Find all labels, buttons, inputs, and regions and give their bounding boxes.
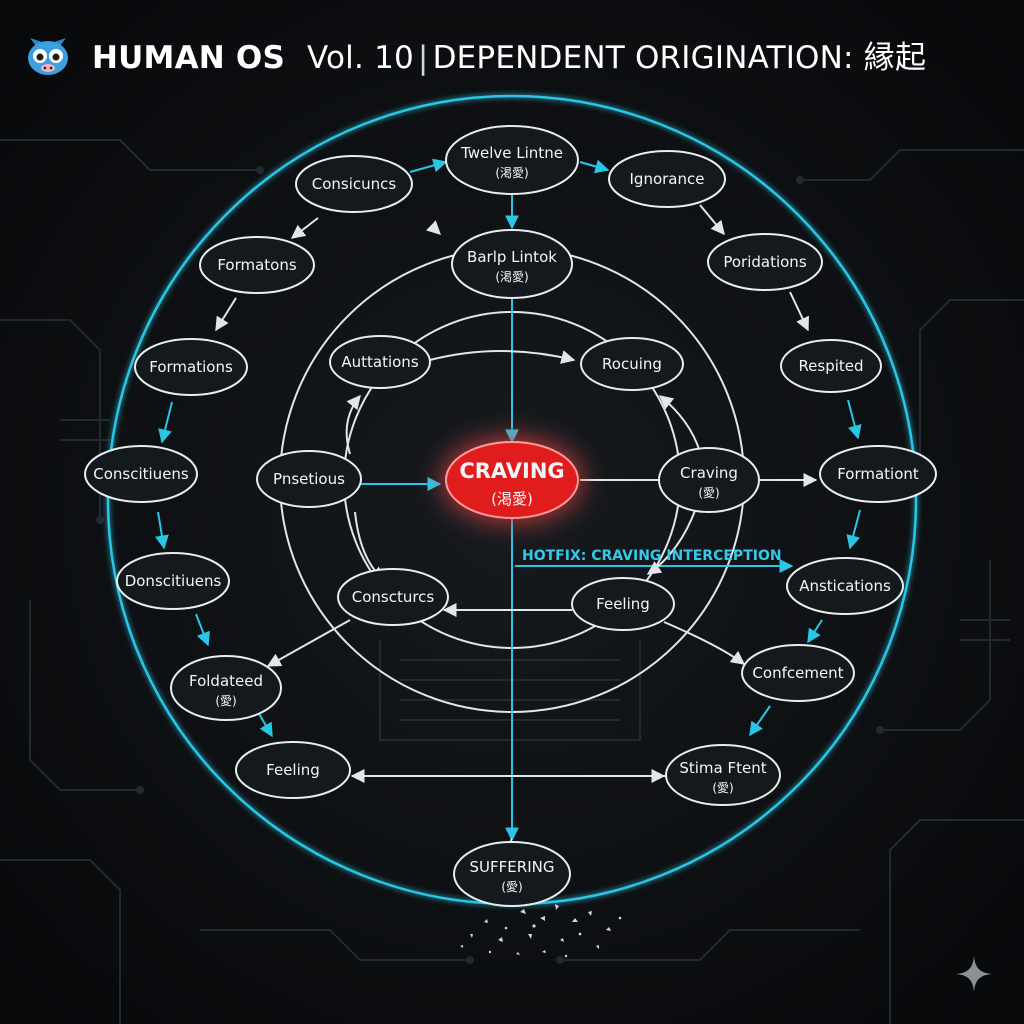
axis-lines bbox=[358, 193, 818, 842]
node-label-donsc: Donscitiuens bbox=[125, 572, 222, 590]
node-shape-rocuing bbox=[580, 337, 684, 391]
title-series: HUMAN OS bbox=[92, 39, 285, 76]
node-shape-ignor bbox=[608, 150, 726, 208]
node-label-resp: Respited bbox=[798, 357, 863, 375]
title-volume: Vol. 10 bbox=[306, 39, 414, 76]
node-feel2: Feeling bbox=[235, 741, 351, 799]
node-label-form1: Formatons bbox=[217, 256, 297, 274]
node-shape-pnsct bbox=[256, 450, 362, 508]
node-anstic: Anstications bbox=[786, 557, 904, 615]
node-label-foldat: Foldateed bbox=[189, 672, 263, 690]
node-shape-craving bbox=[445, 441, 579, 519]
node-shape-consct bbox=[337, 568, 449, 626]
node-rocuing: Rocuing bbox=[580, 337, 684, 391]
node-shape-suff bbox=[453, 841, 571, 907]
title-topic: DEPENDENT ORIGINATION: 縁起 bbox=[432, 39, 927, 76]
node-shape-feel2 bbox=[235, 741, 351, 799]
node-shape-crav2 bbox=[658, 447, 760, 513]
node-sublabel-craving: (渇愛) bbox=[491, 490, 533, 508]
node-formt: Formationt bbox=[819, 445, 937, 503]
node-shape-pord bbox=[707, 233, 823, 291]
node-shape-formt bbox=[819, 445, 937, 503]
robot-face-icon bbox=[28, 38, 68, 75]
node-twelve: Twelve Lintne (渇愛) bbox=[445, 125, 579, 195]
node-sublabel-crav2: (愛) bbox=[698, 486, 719, 500]
node-label-feel2: Feeling bbox=[266, 761, 320, 779]
node-sublabel-stima: (愛) bbox=[712, 781, 733, 795]
node-shape-form1 bbox=[199, 236, 315, 294]
page-title: HUMAN OS Vol. 10|DEPENDENT ORIGINATION: … bbox=[92, 32, 926, 77]
node-shape-consc1 bbox=[295, 155, 413, 213]
node-label-form2: Formations bbox=[149, 358, 233, 376]
node-label-twelve: Twelve Lintne bbox=[460, 144, 563, 162]
node-barlp: Barlp Lintok (渇愛) bbox=[451, 229, 573, 299]
node-label-suff: SUFFERING bbox=[470, 858, 555, 876]
node-suff: SUFFERING (愛) bbox=[453, 841, 571, 907]
node-shape-anstic bbox=[786, 557, 904, 615]
hotfix-label: HOTFIX: CRAVING INTERCEPTION bbox=[522, 548, 782, 564]
header: HUMAN OS Vol. 10|DEPENDENT ORIGINATION: … bbox=[22, 28, 926, 80]
node-shape-feel1 bbox=[571, 577, 675, 631]
node-shape-auttn bbox=[329, 335, 431, 389]
node-pord: Poridations bbox=[707, 233, 823, 291]
node-shape-barlp bbox=[451, 229, 573, 299]
node-pnsct: Pnsetious bbox=[256, 450, 362, 508]
node-form1: Formatons bbox=[199, 236, 315, 294]
node-layer: Twelve Lintne (渇愛) Consicuncs IgnoranceForm… bbox=[84, 125, 937, 907]
node-shape-form2 bbox=[134, 338, 248, 396]
node-shape-twelve bbox=[445, 125, 579, 195]
node-label-auttn: Auttations bbox=[341, 353, 418, 371]
node-consct: Conscturcs bbox=[337, 568, 449, 626]
node-consc1: Consicuncs bbox=[295, 155, 413, 213]
node-label-formt: Formationt bbox=[837, 465, 919, 483]
node-label-crav2: Craving bbox=[680, 464, 738, 482]
node-shape-donsc bbox=[116, 552, 230, 610]
outer-arrows bbox=[155, 158, 862, 738]
node-foldat: Foldateed (愛) bbox=[170, 655, 282, 721]
node-crav2: Craving (愛) bbox=[658, 447, 760, 513]
node-label-consc2: Conscitiuens bbox=[93, 465, 189, 483]
node-sublabel-foldat: (愛) bbox=[215, 694, 236, 708]
node-label-rocuing: Rocuing bbox=[602, 355, 662, 373]
node-sublabel-suff: (愛) bbox=[501, 880, 522, 894]
node-label-pord: Poridations bbox=[723, 253, 806, 271]
node-resp: Respited bbox=[780, 339, 882, 393]
node-shape-stima bbox=[665, 744, 781, 806]
node-label-anstic: Anstications bbox=[799, 577, 891, 595]
node-sublabel-barlp: (渇愛) bbox=[495, 270, 528, 284]
title-separator: | bbox=[417, 39, 429, 76]
inner-arrows bbox=[266, 220, 746, 783]
node-label-confc: Confcement bbox=[752, 664, 843, 682]
shatter-fragments bbox=[460, 904, 622, 958]
node-donsc: Donscitiuens bbox=[116, 552, 230, 610]
node-label-craving: CRAVING bbox=[459, 459, 564, 483]
node-shape-confc bbox=[741, 644, 855, 702]
node-label-barlp: Barlp Lintok bbox=[467, 248, 557, 266]
node-consc2: Conscitiuens bbox=[84, 445, 198, 503]
node-confc: Confcement bbox=[741, 644, 855, 702]
node-label-ignor: Ignorance bbox=[630, 170, 705, 188]
node-label-feel1: Feeling bbox=[596, 595, 650, 613]
node-label-consc1: Consicuncs bbox=[312, 175, 397, 193]
sparkle-icon bbox=[956, 956, 992, 992]
node-auttn: Auttations bbox=[329, 335, 431, 389]
node-shape-foldat bbox=[170, 655, 282, 721]
node-label-stima: Stima Ftent bbox=[679, 759, 766, 777]
node-label-pnsct: Pnsetious bbox=[273, 470, 345, 488]
node-feel1: Feeling bbox=[571, 577, 675, 631]
node-craving: CRAVING (渇愛) bbox=[445, 441, 579, 519]
node-shape-consc2 bbox=[84, 445, 198, 503]
node-stima: Stima Ftent (愛) bbox=[665, 744, 781, 806]
node-ignor: Ignorance bbox=[608, 150, 726, 208]
node-form2: Formations bbox=[134, 338, 248, 396]
node-shape-resp bbox=[780, 339, 882, 393]
node-label-consct: Conscturcs bbox=[352, 588, 435, 606]
node-sublabel-twelve: (渇愛) bbox=[495, 166, 528, 180]
